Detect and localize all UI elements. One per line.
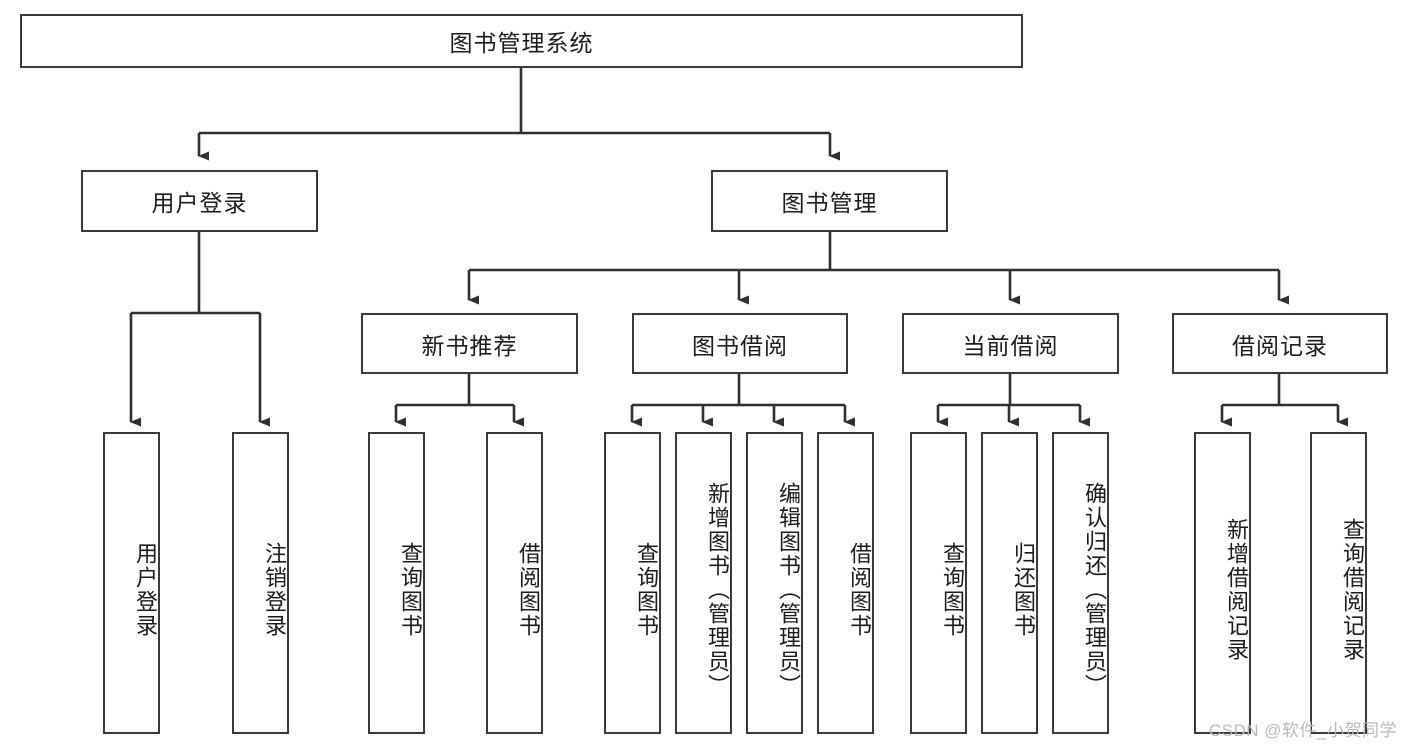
leaf-book-borrow-2[interactable]: 新增图书（管理员） bbox=[675, 432, 732, 734]
leaf-user-login-2[interactable]: 注销登录 bbox=[232, 432, 289, 734]
node-current-borrow[interactable]: 当前借阅 bbox=[902, 313, 1119, 374]
node-root-title[interactable]: 图书管理系统 bbox=[20, 14, 1023, 68]
leaf-book-borrow-1[interactable]: 查询图书 bbox=[604, 432, 661, 734]
node-root-label: 图书管理系统 bbox=[449, 30, 594, 56]
leaf-book-borrow-4-label: 借阅图书 bbox=[847, 542, 872, 638]
leaf-book-borrow-2-label: 新增图书（管理员） bbox=[705, 482, 730, 698]
leaf-new-book-2[interactable]: 借阅图书 bbox=[486, 432, 543, 734]
leaf-current-borrow-2[interactable]: 归还图书 bbox=[981, 432, 1038, 734]
leaf-user-login-2-label: 注销登录 bbox=[262, 542, 287, 638]
leaf-user-login-1[interactable]: 用户登录 bbox=[103, 432, 160, 734]
leaf-borrow-record-1-label: 新增借阅记录 bbox=[1224, 518, 1249, 662]
leaf-book-borrow-3[interactable]: 编辑图书（管理员） bbox=[746, 432, 803, 734]
leaf-new-book-1[interactable]: 查询图书 bbox=[368, 432, 425, 734]
node-book-borrow[interactable]: 图书借阅 bbox=[632, 313, 848, 374]
leaf-user-login-1-label: 用户登录 bbox=[133, 542, 158, 638]
leaf-current-borrow-1[interactable]: 查询图书 bbox=[910, 432, 967, 734]
node-book-borrow-label: 图书借阅 bbox=[692, 332, 788, 359]
leaf-book-borrow-1-label: 查询图书 bbox=[634, 542, 659, 638]
node-borrow-record-label: 借阅记录 bbox=[1232, 332, 1328, 359]
node-new-book-recommend[interactable]: 新书推荐 bbox=[361, 313, 578, 374]
leaf-borrow-record-2-label: 查询借阅记录 bbox=[1340, 518, 1365, 662]
leaf-current-borrow-2-label: 归还图书 bbox=[1011, 542, 1036, 638]
node-borrow-record[interactable]: 借阅记录 bbox=[1172, 313, 1388, 374]
node-book-manage-label: 图书管理 bbox=[781, 190, 878, 216]
node-current-borrow-label: 当前借阅 bbox=[962, 332, 1059, 359]
watermark-text: CSDN @软件_小贺同学 bbox=[1208, 721, 1397, 740]
leaf-current-borrow-3[interactable]: 确认归还（管理员） bbox=[1052, 432, 1109, 734]
node-new-book-recommend-label: 新书推荐 bbox=[421, 332, 518, 359]
leaf-borrow-record-2[interactable]: 查询借阅记录 bbox=[1310, 432, 1367, 734]
node-user-login-label: 用户登录 bbox=[151, 190, 248, 216]
leaf-new-book-1-label: 查询图书 bbox=[398, 542, 423, 638]
node-user-login[interactable]: 用户登录 bbox=[81, 170, 318, 232]
leaf-current-borrow-1-label: 查询图书 bbox=[940, 542, 965, 638]
leaf-new-book-2-label: 借阅图书 bbox=[516, 542, 541, 638]
leaf-borrow-record-1[interactable]: 新增借阅记录 bbox=[1194, 432, 1251, 734]
node-book-manage[interactable]: 图书管理 bbox=[711, 170, 948, 232]
leaf-book-borrow-3-label: 编辑图书（管理员） bbox=[776, 482, 801, 698]
leaf-book-borrow-4[interactable]: 借阅图书 bbox=[817, 432, 874, 734]
leaf-current-borrow-3-label: 确认归还（管理员） bbox=[1082, 482, 1107, 698]
